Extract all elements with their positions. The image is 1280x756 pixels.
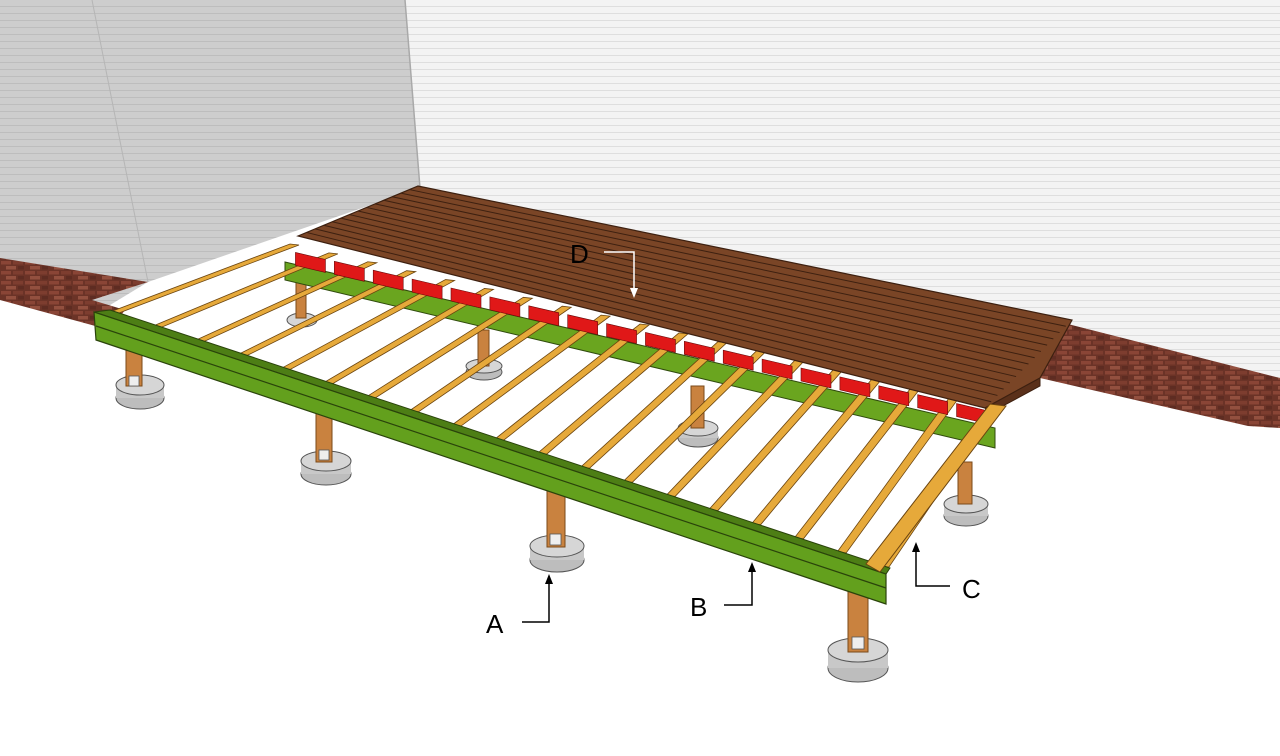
callout-a: A	[486, 574, 553, 639]
left-wall	[0, 0, 148, 316]
arrowhead-a	[545, 574, 553, 584]
callout-d: D	[570, 239, 638, 298]
blocking-piece	[722, 349, 754, 371]
rim-beam-seam	[95, 325, 887, 589]
footing-4	[827, 589, 889, 683]
leader-a	[522, 582, 550, 623]
arrowhead-d	[630, 288, 638, 298]
blocking-piece	[372, 269, 404, 291]
label-b: B	[690, 592, 707, 622]
rim-beam	[93, 309, 891, 605]
decking-board-lines	[306, 189, 1066, 403]
blocking-piece	[489, 296, 521, 318]
footing-1	[115, 337, 165, 410]
wall-corner-shadow	[92, 0, 420, 282]
decking-board-seam	[357, 210, 1029, 365]
blocking-piece	[761, 358, 793, 380]
wall-corner-edge	[404, 0, 421, 189]
rim-beam-front	[93, 311, 887, 605]
callout-c: C	[912, 542, 981, 604]
back-wall	[405, 0, 1280, 378]
decking-board-seam	[366, 206, 1035, 359]
brick-right	[1040, 322, 1280, 428]
decking-board-seam	[375, 203, 1042, 352]
decking-board-seam	[315, 228, 998, 396]
callout-b: B	[690, 562, 756, 622]
callouts: A B C D	[486, 239, 981, 639]
decking-board-seam	[323, 224, 1004, 390]
footings	[115, 279, 989, 683]
blocking-piece	[917, 394, 948, 416]
wall-corner-edge-left	[91, 0, 149, 283]
arrowhead-b	[748, 562, 756, 572]
footing-2	[300, 405, 352, 486]
leader-b	[724, 570, 753, 606]
blocking	[295, 252, 987, 424]
footing-3	[529, 484, 585, 573]
decking-board-seam	[383, 199, 1048, 346]
blocking-piece	[528, 305, 560, 327]
decking-board-seam	[409, 189, 1066, 327]
label-c: C	[962, 574, 981, 604]
blocking-piece	[334, 260, 365, 282]
blocking-piece	[839, 376, 871, 398]
leader-d	[604, 251, 635, 290]
blocking-piece	[878, 385, 910, 407]
decking-board-seam	[392, 196, 1054, 340]
blocking-piece	[684, 340, 715, 362]
label-d: D	[570, 239, 589, 269]
blocking-piece	[295, 252, 326, 273]
blocking-piece	[645, 332, 676, 353]
arrowhead-c	[912, 542, 920, 552]
decking	[296, 185, 1073, 415]
end-joist	[865, 403, 1007, 573]
blocking-piece	[450, 287, 482, 309]
label-a: A	[486, 609, 504, 639]
blocking-piece	[606, 323, 637, 344]
blocking-piece	[567, 314, 598, 336]
decking-board-seam	[400, 192, 1060, 334]
blocking-piece	[800, 367, 832, 389]
decking-board-seam	[306, 231, 992, 403]
decking-board-seam	[340, 217, 1017, 378]
decking-board-seam	[349, 214, 1023, 371]
blocking-piece	[411, 278, 443, 300]
decking-board-seam	[332, 221, 1010, 384]
footing-5	[943, 461, 989, 527]
leader-c	[915, 550, 950, 587]
house-walls	[0, 0, 1280, 378]
joists	[109, 243, 1000, 577]
